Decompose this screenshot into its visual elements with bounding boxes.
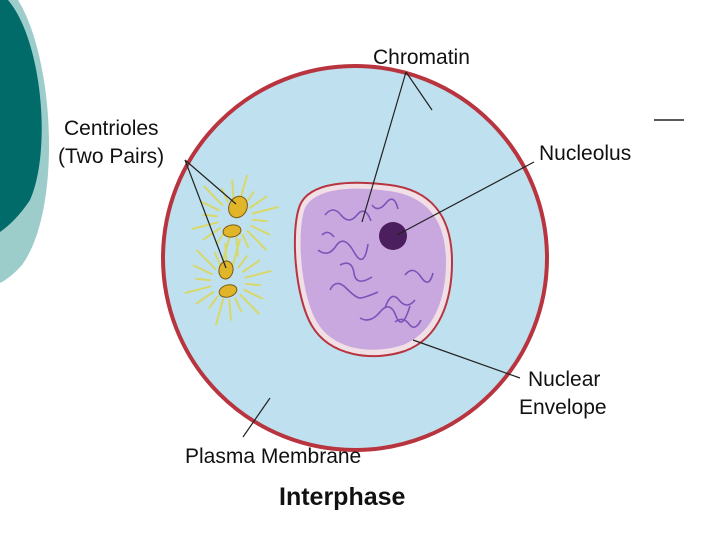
aster-ray (251, 206, 279, 215)
aster-ray (215, 298, 225, 326)
aster-ray (235, 234, 239, 257)
aster-ray (239, 293, 260, 315)
leader-nuclear-envelope (412, 339, 521, 379)
leader-nucleolus (396, 161, 535, 236)
aster-ray (192, 264, 213, 276)
centriole (218, 284, 238, 298)
aster-ray (196, 249, 217, 271)
aster-ray (208, 295, 219, 309)
aster-ray (195, 277, 212, 282)
aster-ray (251, 218, 268, 223)
label-nuclear-line2: Envelope (519, 396, 607, 419)
centriole (222, 224, 242, 238)
chromatin-strand (404, 269, 434, 283)
chromatin-strand (321, 231, 335, 238)
leader-plasma-membrane (242, 397, 271, 438)
nucleus (293, 181, 454, 358)
aster-rays (184, 174, 279, 326)
aster-ray (184, 285, 212, 294)
chromatin-strand (384, 295, 416, 309)
nucleolus (379, 222, 407, 250)
slide-decoration (0, 0, 50, 283)
chromatin-strand (329, 282, 379, 299)
label-centrioles-line2: (Two Pairs) (58, 145, 164, 168)
aster-ray (248, 195, 268, 209)
leader-centrioles-1 (184, 159, 237, 205)
chromatin-strand (339, 262, 373, 282)
chromatin-strand (371, 198, 399, 210)
aster-ray (237, 255, 248, 269)
label-chromatin: Chromatin (373, 46, 470, 69)
aster-ray (213, 251, 222, 267)
aster-ray (231, 238, 241, 266)
aster-ray (195, 291, 215, 305)
aster-ray (250, 224, 271, 236)
labels: Chromatin Centrioles (Two Pairs) Nucleol… (58, 46, 631, 511)
diagram-title: Interphase (279, 483, 406, 511)
aster-ray (241, 259, 261, 273)
aster-ray (241, 233, 250, 249)
teal-dark-arc (0, 0, 42, 232)
leader-lines (184, 71, 684, 438)
aster-ray (246, 229, 267, 251)
label-plasma-membrane: Plasma Membrane (185, 445, 361, 468)
leader-centrioles-2 (184, 159, 227, 269)
label-centrioles-line1: Centrioles (64, 117, 159, 140)
aster-ray (234, 297, 243, 313)
chromatin-strand (359, 305, 411, 323)
aster-ray (215, 231, 226, 245)
aster-ray (203, 185, 224, 207)
label-nuclear-line1: Nuclear (528, 368, 600, 391)
label-nucleolus: Nucleolus (539, 142, 631, 165)
chromatin-strand (394, 318, 422, 328)
aster-ray (191, 221, 219, 230)
aster-ray (220, 187, 229, 203)
aster-ray (244, 282, 261, 287)
chromatin-strand (317, 240, 369, 261)
leader-chromatin-membrane (405, 71, 433, 111)
aster-ray (228, 298, 232, 321)
aster-ray (243, 288, 264, 300)
centriole (218, 260, 234, 280)
nucleoplasm (300, 188, 446, 350)
aster-ray (202, 227, 222, 241)
aster-ray (244, 270, 272, 279)
aster-ray (199, 200, 220, 212)
leader-chromatin (361, 71, 407, 223)
aster-ray (231, 179, 235, 202)
aster-ray (222, 234, 232, 262)
